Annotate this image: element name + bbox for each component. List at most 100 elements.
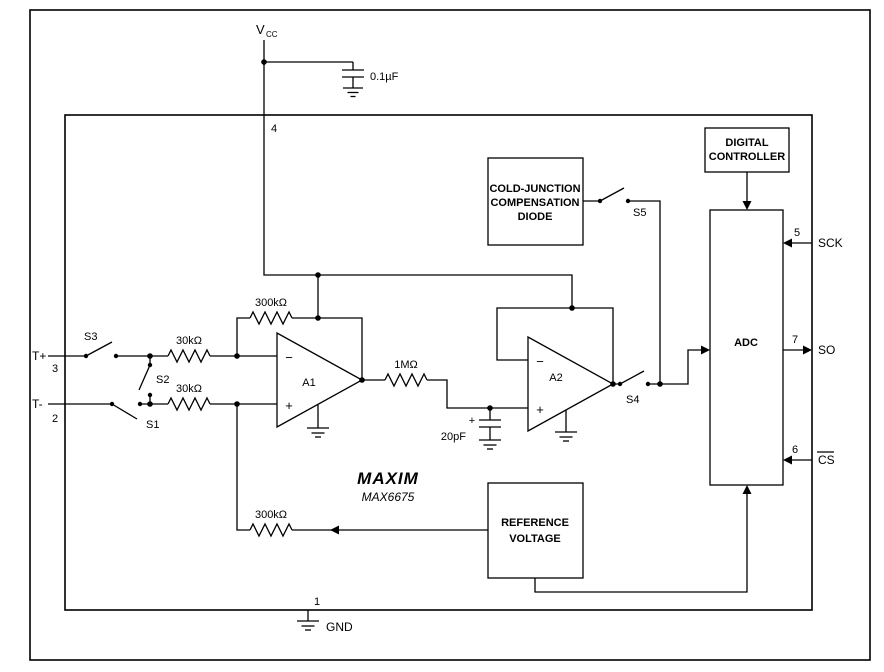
switch-terminal [83,353,89,359]
part-number: MAX6675 [362,490,415,504]
junction-dot [315,272,321,278]
controller-line2: CONTROLLER [709,151,785,163]
switch-s5: S5 [583,187,661,384]
switch-terminal [645,381,651,387]
a2-plus-sign: + [536,402,544,417]
opamp-a2-triangle [527,335,615,433]
ground-symbol [297,610,319,631]
t-plus-label: T+ [32,349,46,363]
cjc-box [487,157,584,246]
ref-line2: VOLTAGE [509,533,561,545]
ref-box [487,482,584,579]
so-label: SO [818,343,835,357]
ref-line1: REFERENCE [501,517,569,529]
digital-controller-block: DIGITAL CONTROLLER [704,127,790,210]
junction-dot [261,59,267,65]
vcc-rail-wire [263,40,573,318]
cjc-line1: COLD-JUNCTION [489,183,580,195]
ic-boundary-box [64,114,813,611]
bypass-cap-label: 0.1µF [370,71,399,83]
junction-dot [315,315,321,321]
switch-terminal [617,381,623,387]
switch-s2-lever [138,364,151,391]
gnd-label: GND [326,620,353,634]
sck-signal: 5 SCK [783,227,843,250]
switch-s4-lever [619,370,645,385]
a1-label: A1 [302,377,315,389]
switch-terminal [597,198,603,204]
resistor-30k-top [167,348,211,364]
pin-4-label: 4 [271,123,277,135]
ground-symbol [555,410,577,442]
s4-label: S4 [626,394,639,406]
adc-label: ADC [734,337,758,349]
arrowhead-right [803,345,812,355]
ground-symbol [479,439,501,450]
ground-pin: 1 GND [297,596,353,634]
so-pin-label: 7 [792,334,798,346]
adc-input-wire [613,349,702,385]
reference-block: REFERENCE VOLTAGE 300kΩ [236,404,752,593]
input-network: T+ 3 S3 30kΩ S2 T- 2 S1 30kΩ [32,331,277,431]
ground-symbol [343,87,363,98]
cjc-line3: DIODE [518,211,553,223]
cjc-line2: COMPENSATION [490,197,579,209]
arrowhead-adc-input [701,345,710,355]
controller-box [704,127,790,173]
switch-s4: S4 [613,345,710,406]
ref-feedback-wire [236,404,488,531]
resistor-1m [384,372,428,388]
sck-pin-label: 5 [794,227,800,239]
switch-terminal [109,401,115,407]
switch-terminal [147,362,153,368]
pin-3-label: 3 [52,363,58,375]
amplifier-a2: − + A2 S4 [496,307,710,442]
arrowhead-left [783,238,792,248]
vcc-subscript: CC [266,30,278,39]
a1-minus-sign: − [285,350,293,365]
switch-s3: S3 [83,331,119,359]
so-signal: 7 SO [783,334,835,357]
cap-20pf-label: 20pF [441,431,466,443]
switch-terminal [625,198,631,204]
arrowhead-left [783,455,792,465]
gnd-pin-label: 1 [314,596,320,608]
switch-s3-lever [85,341,113,357]
arrowhead-down [742,201,752,210]
adc-box [709,209,784,486]
integrator: 1MΩ + 20pF [362,359,528,450]
adc-block: ADC 5 SCK 7 SO 6 CS [709,209,843,486]
r-300k-ref-label: 300kΩ [255,509,287,521]
vcc-label: V [256,22,265,37]
switch-s1: S1 [109,401,159,431]
switch-terminal [137,401,143,407]
controller-line1: DIGITAL [725,137,768,149]
cs-signal: 6 CS [783,444,835,467]
switch-s1-lever [111,403,138,420]
a1-plus-sign: + [285,398,293,413]
cap-20pf-polarity: + [469,415,475,427]
opamp-a1-triangle [276,331,364,429]
amplifier-a1: 300kΩ − + A1 [236,297,365,438]
cjc-output-wire [583,200,661,384]
switch-s2: S2 [138,356,169,404]
a2-feedback-wire [496,307,614,384]
a2-label: A2 [549,372,562,384]
integrator-wire [362,379,528,409]
bypass-capacitor: 0.1µF [342,62,399,98]
ref-adc-wire [534,494,748,593]
vcc-supply: V CC 0.1µF 4 [256,22,575,318]
resistor-300k-ref [249,522,293,538]
ground-symbol [307,405,329,438]
a2-minus-sign: − [536,354,544,369]
switch-s5-lever [599,187,625,202]
resistor-30k-bottom [167,396,211,412]
junction-dot [147,401,153,407]
t-minus-label: T- [32,397,43,411]
arrowhead-left [330,525,339,535]
integrator-capacitor: + 20pF [441,408,501,450]
branding: MAXIM MAX6675 [357,469,418,504]
cs-label: CS [818,453,835,467]
r-30k-top-label: 30kΩ [176,335,202,347]
